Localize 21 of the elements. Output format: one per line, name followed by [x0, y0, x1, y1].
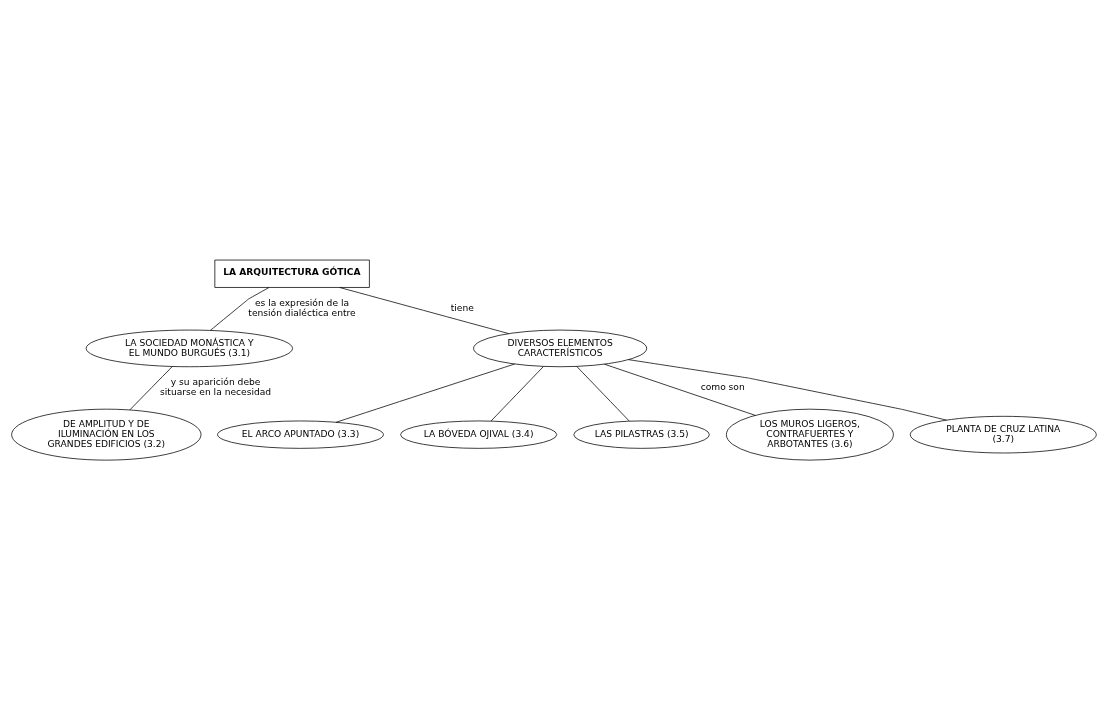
connector	[339, 287, 509, 334]
edge-label: y su aparición debe situarse en la necesidad	[160, 377, 272, 398]
edge-label: como son	[700, 382, 745, 393]
connector	[604, 363, 756, 416]
connector	[210, 287, 270, 331]
connector	[129, 366, 173, 411]
edge-label: tiene	[450, 303, 474, 314]
connector	[490, 366, 544, 422]
node-box: LA ARQUITECTURA GÓTICA	[214, 259, 370, 288]
node-ellipse: DE AMPLITUD Y DE ILUMINACIÓN EN LOS GRANDES EDIFICIOS (3.2)	[11, 408, 202, 461]
node-ellipse: LAS PILASTRAS (3.5)	[573, 420, 710, 449]
node-ellipse: LOS MUROS LIGEROS, CONTRAFUERTES Y ARBOTANTES (3.6)	[725, 408, 894, 461]
connector	[628, 359, 947, 421]
node-ellipse: DIVERSOS ELEMENTOS CARACTERÍSTICOS	[473, 329, 648, 368]
edge-label: es la expresión de la tensión dialéctica entre	[248, 298, 356, 319]
node-ellipse: PLANTA DE CRUZ LATINA (3.7)	[909, 415, 1097, 454]
connector	[576, 366, 630, 422]
node-ellipse: LA BÓVEDA OJIVAL (3.4)	[400, 420, 558, 449]
connector	[335, 363, 515, 423]
node-ellipse: EL ARCO APUNTADO (3.3)	[217, 420, 384, 449]
node-ellipse: LA SOCIEDAD MONÁSTICA Y EL MUNDO BURGUÉS (3.1)	[85, 329, 293, 368]
